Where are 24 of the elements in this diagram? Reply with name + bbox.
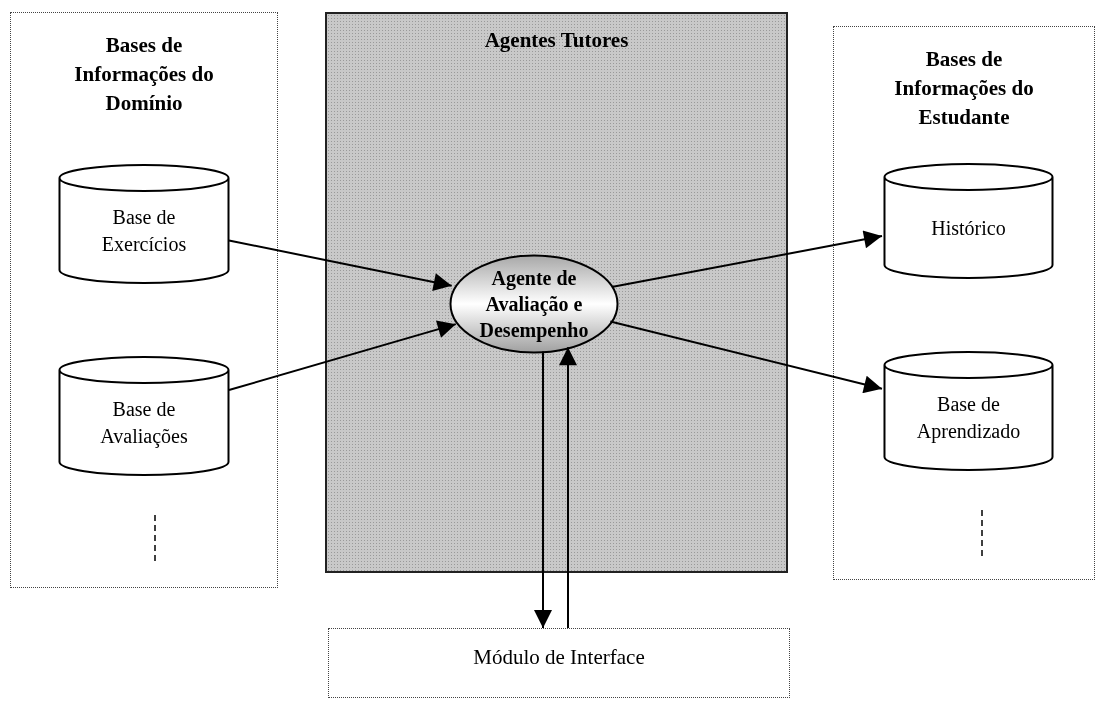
arrow: [609, 320, 883, 394]
database-cylinder: [883, 163, 1054, 279]
panel-title: Bases de Informações do Estudante: [893, 46, 1035, 131]
module-label: Módulo de Interface: [473, 644, 645, 671]
database-label: Histórico: [931, 215, 1006, 241]
group-panel: [833, 26, 1095, 580]
group-panel: [10, 12, 278, 588]
arrow: [534, 350, 552, 629]
database-label: Base de Exercícios: [100, 205, 188, 257]
database-cylinder: [883, 351, 1054, 471]
panel-title: Bases de Informações do Domínio: [73, 32, 215, 117]
panel-title: Agentes Tutores: [483, 27, 630, 54]
arrow: [611, 230, 883, 288]
database-label: Base de Aprendizado: [915, 392, 1022, 445]
agent-label: Agente de Avaliação e Desempenho: [478, 266, 590, 343]
arrow: [228, 320, 457, 391]
agent-ellipse: [449, 254, 619, 354]
arrow: [559, 346, 577, 629]
arrow: [228, 239, 453, 291]
database-cylinder: [58, 164, 230, 284]
database-cylinder: [58, 356, 230, 476]
database-label: Base de Avaliações: [99, 397, 189, 450]
module-box: [328, 628, 790, 698]
group-panel: [325, 12, 788, 573]
